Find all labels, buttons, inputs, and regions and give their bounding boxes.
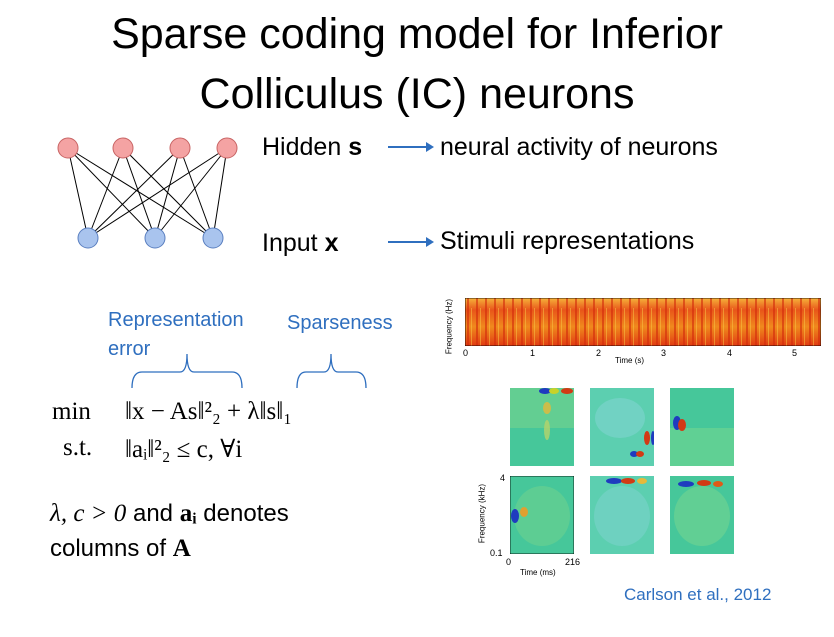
representation-error-label: Representation error — [108, 309, 244, 360]
strf-ylabel-container: Frequency (kHz) — [472, 475, 492, 555]
note-line2: columns of A — [50, 535, 191, 562]
strf-xtick-left: 0 — [506, 557, 512, 567]
hidden-node — [57, 137, 79, 159]
hidden-node — [216, 137, 238, 159]
constraint-expression: ‖aᵢ‖²₂ ≤ c, ∀i — [125, 436, 243, 463]
hidden-symbol: s — [348, 133, 363, 161]
strf-xlabel: Time (ms) — [520, 568, 556, 577]
hidden-description: neural activity of neurons — [440, 133, 718, 161]
spectrogram — [465, 298, 821, 346]
strf-panel — [590, 476, 654, 554]
strf-panel — [590, 388, 654, 466]
spectrogram-xtick: 1 — [530, 348, 536, 358]
strf-panel — [510, 476, 574, 554]
spectrogram-xtick: 4 — [727, 348, 733, 358]
network-edges — [67, 147, 228, 239]
hidden-label: Hidden s — [262, 133, 363, 161]
spectrogram-xlabel: Time (s) — [615, 356, 645, 365]
lambda-c-condition: λ, c > 0 — [50, 500, 127, 527]
input-node — [202, 227, 224, 249]
input-label: Input x — [262, 229, 339, 257]
hidden-node — [112, 137, 134, 159]
strf-ytick-bottom: 0.1 — [490, 548, 503, 558]
sparseness-brace — [296, 353, 367, 389]
input-node — [77, 227, 99, 249]
spectrogram-ylabel-container: Frequency (Hz) — [441, 298, 455, 360]
input-description: Stimuli representations — [440, 227, 695, 255]
strf-panel — [670, 388, 734, 466]
min-word: min — [52, 398, 91, 425]
strf-panel — [670, 476, 734, 554]
citation: Carlson et al., 2012 — [624, 585, 772, 604]
note-line1: λ, c > 0 and aᵢ denotes — [50, 500, 289, 527]
strf-ytick-top: 4 — [500, 473, 506, 483]
strf-ylabel: Frequency (kHz) — [477, 483, 487, 544]
input-node — [144, 227, 166, 249]
input-symbol: x — [324, 229, 339, 257]
st-word: s.t. — [63, 434, 93, 461]
ai-symbol: aᵢ — [179, 500, 197, 527]
input-arrow-icon — [388, 237, 434, 247]
slide-title-line1: Sparse coding model for Inferior — [111, 10, 723, 58]
hidden-arrow-icon — [388, 142, 434, 152]
sparseness-label: Sparseness — [287, 312, 393, 334]
spectrogram-xtick: 5 — [792, 348, 798, 358]
hidden-node — [169, 137, 191, 159]
slide-title-line2: Colliculus (IC) neurons — [199, 70, 635, 118]
strf-xtick-right: 216 — [565, 557, 581, 567]
spectrogram-xtick: 2 — [596, 348, 602, 358]
representation-brace — [131, 353, 243, 389]
matrix-a-symbol: A — [172, 535, 191, 562]
spectrogram-xtick: 3 — [661, 348, 667, 358]
network-diagram — [57, 137, 238, 249]
objective-expression: ‖x − As‖²₂ + λ‖s‖₁ — [125, 398, 292, 425]
spectrogram-xtick: 0 — [463, 348, 469, 358]
strf-panel — [510, 388, 574, 466]
spectrogram-ylabel: Frequency (Hz) — [444, 298, 454, 355]
